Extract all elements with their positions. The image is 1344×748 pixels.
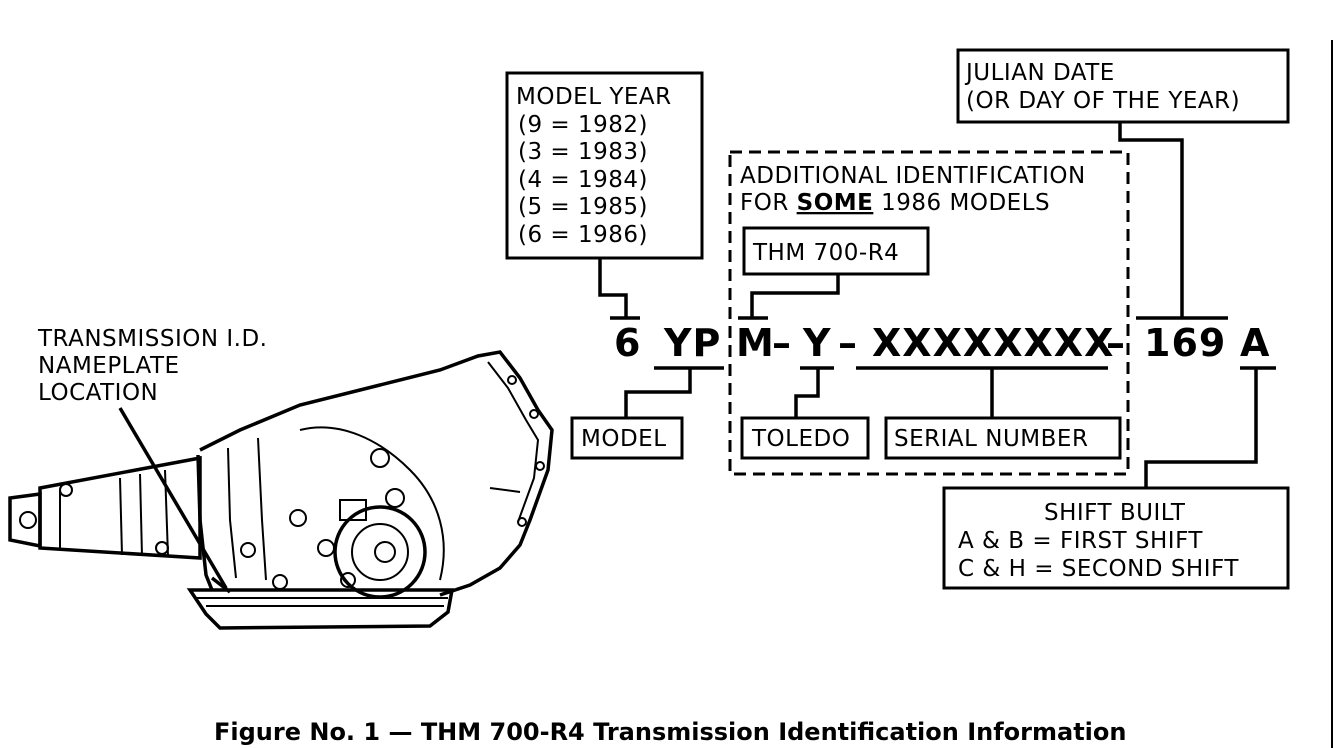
id-code: 6 YP M – Y – XXXXXXXX – 169 A xyxy=(614,321,1270,365)
model-year-line: (9 = 1982) xyxy=(518,112,648,138)
svg-text:(OR DAY OF THE YEAR): (OR DAY OF THE YEAR) xyxy=(966,88,1240,114)
code-dash: – xyxy=(1106,321,1126,365)
model-year-connector xyxy=(598,258,640,320)
model-year-line: (5 = 1985) xyxy=(518,194,648,220)
svg-text:NAMEPLATE: NAMEPLATE xyxy=(38,353,180,379)
figure-caption: Figure No. 1 — THM 700-R4 Transmission I… xyxy=(214,718,1126,746)
code-dash: – xyxy=(772,321,792,365)
svg-text:MODEL YEAR: MODEL YEAR xyxy=(516,84,672,110)
code-serial: XXXXXXXX xyxy=(872,321,1114,365)
svg-text:LOCATION: LOCATION xyxy=(38,380,158,406)
code-m: M xyxy=(736,321,775,365)
julian-date-box: JULIAN DATE (OR DAY OF THE YEAR) xyxy=(956,48,1290,124)
nameplate-location-label: TRANSMISSION I.D. NAMEPLATE LOCATION xyxy=(37,326,267,406)
code-dash: – xyxy=(838,321,858,365)
svg-text:TOLEDO: TOLEDO xyxy=(751,426,850,452)
transmission-illustration xyxy=(8,350,554,630)
code-shift: A xyxy=(1240,321,1270,365)
model-year-box: MODEL YEAR (9 = 1982) (3 = 1983) (4 = 19… xyxy=(505,71,704,260)
toledo-connector xyxy=(794,366,834,418)
code-year: 6 xyxy=(614,321,641,365)
thm-700-r4-box: THM 700-R4 xyxy=(742,226,930,276)
svg-text:ADDITIONAL IDENTIFICATION: ADDITIONAL IDENTIFICATION xyxy=(740,163,1086,189)
shift-built-box: SHIFT BUILT A & B = FIRST SHIFT C & H = … xyxy=(942,486,1290,590)
serial-number-box: SERIAL NUMBER xyxy=(884,416,1122,460)
thm-connector xyxy=(738,274,840,320)
svg-text:FOR SOME 1986 MODELS: FOR SOME 1986 MODELS xyxy=(740,190,1050,216)
model-year-line: (3 = 1983) xyxy=(518,139,648,165)
toledo-box: TOLEDO xyxy=(740,416,870,460)
svg-text:TRANSMISSION I.D.: TRANSMISSION I.D. xyxy=(37,326,267,352)
code-model: YP xyxy=(663,321,721,365)
julian-connector xyxy=(1118,122,1228,320)
svg-text:JULIAN DATE: JULIAN DATE xyxy=(964,60,1115,86)
svg-text:SERIAL NUMBER: SERIAL NUMBER xyxy=(894,426,1088,452)
additional-identification-region: ADDITIONAL IDENTIFICATION FOR SOME 1986 … xyxy=(728,150,1130,476)
model-connector xyxy=(624,366,724,418)
svg-text:A & B = FIRST SHIFT: A & B = FIRST SHIFT xyxy=(958,528,1203,554)
model-year-line: (4 = 1984) xyxy=(518,167,648,193)
shift-connector xyxy=(1144,366,1276,488)
serial-connector xyxy=(856,366,1108,418)
svg-text:C & H = SECOND SHIFT: C & H = SECOND SHIFT xyxy=(958,556,1239,582)
svg-text:THM 700-R4: THM 700-R4 xyxy=(752,240,899,266)
model-box: MODEL xyxy=(570,416,684,460)
model-year-line: (6 = 1986) xyxy=(518,222,648,248)
code-julian: 169 xyxy=(1144,321,1226,365)
code-y: Y xyxy=(802,321,832,365)
svg-text:MODEL: MODEL xyxy=(581,426,667,452)
svg-text:SHIFT BUILT: SHIFT BUILT xyxy=(1044,500,1186,526)
